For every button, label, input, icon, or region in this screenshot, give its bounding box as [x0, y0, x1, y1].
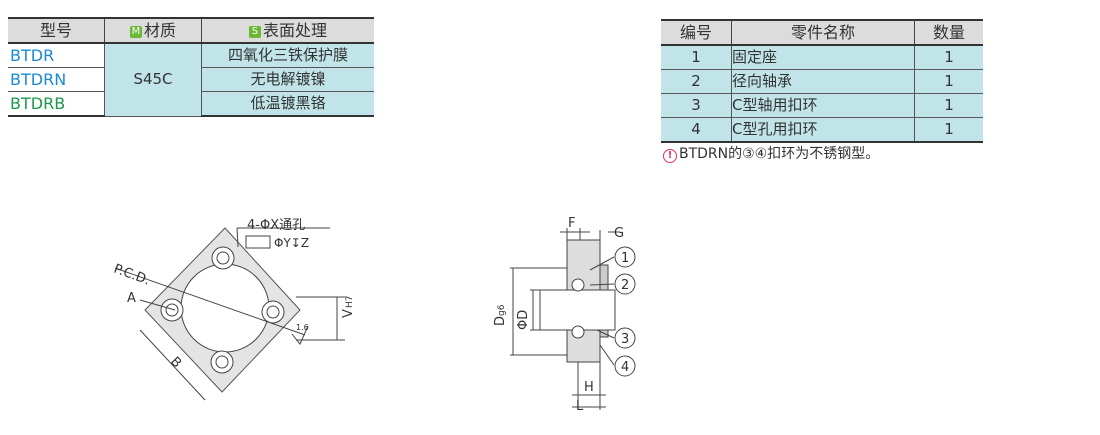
roughness: 1.6 [296, 323, 309, 332]
part-no: 4 [661, 117, 732, 143]
dim-f: F [568, 216, 575, 231]
callout-1: 1 [621, 251, 629, 266]
part-no: 2 [661, 69, 732, 94]
part-qty: 1 [914, 93, 983, 118]
part-no: 1 [661, 45, 732, 70]
dim-l: L [576, 399, 584, 414]
header-qty: 数量 [914, 19, 983, 46]
dim-g: G [614, 226, 624, 241]
part-qty: 1 [914, 45, 983, 70]
table-row: BTDRB 低温镀黑铬 [8, 91, 374, 117]
part-name: C型孔用扣环 [731, 117, 915, 143]
header-type: 型号 [8, 17, 105, 44]
surface-value: 低温镀黑铬 [201, 91, 374, 117]
callout-4: 4 [621, 360, 629, 375]
part-name: 径向轴承 [731, 69, 915, 94]
note: !BTDRN的③④扣环为不锈钢型。 [663, 143, 879, 163]
warning-icon: ! [663, 149, 677, 163]
table-row: BTDRN 无电解镀镍 [8, 67, 374, 92]
header-no: 编号 [661, 19, 732, 46]
side-view-drawing [510, 228, 636, 410]
material-badge: M [129, 26, 142, 38]
hole-label: 4-ΦX通孔 [247, 218, 305, 233]
part-name: 固定座 [731, 45, 915, 70]
part-name: C型轴用扣环 [731, 93, 915, 118]
pcd-label: P.C.D. [112, 262, 152, 289]
type-code[interactable]: BTDRB [8, 91, 105, 117]
dim-d-inner: ΦD [516, 310, 531, 330]
callout-3: 3 [621, 332, 629, 347]
dim-a: A [127, 291, 136, 306]
material-value: S45C [104, 43, 202, 117]
dim-v: V [341, 309, 356, 318]
type-code[interactable]: BTDRN [8, 67, 105, 92]
surface-badge: S [248, 26, 261, 38]
surface-value: 四氧化三铁保护膜 [201, 43, 374, 68]
dim-h: H [584, 380, 594, 395]
dim-d-outer-tol: g6 [497, 304, 507, 316]
part-qty: 1 [914, 69, 983, 94]
header-name: 零件名称 [731, 19, 915, 46]
dim-b: B [167, 354, 184, 371]
dim-d-outer: D [493, 316, 508, 326]
part-qty: 1 [914, 117, 983, 143]
dim-v-tol: H7 [345, 296, 355, 309]
part-no: 3 [661, 93, 732, 118]
surface-value: 无电解镀镍 [201, 67, 374, 92]
front-view-drawing [114, 227, 345, 401]
callout-2: 2 [621, 278, 629, 293]
counterbore-label: ΦY↧Z [274, 236, 309, 250]
type-code[interactable]: BTDR [8, 43, 105, 68]
table-row: BTDR S45C 四氧化三铁保护膜 [8, 43, 374, 117]
